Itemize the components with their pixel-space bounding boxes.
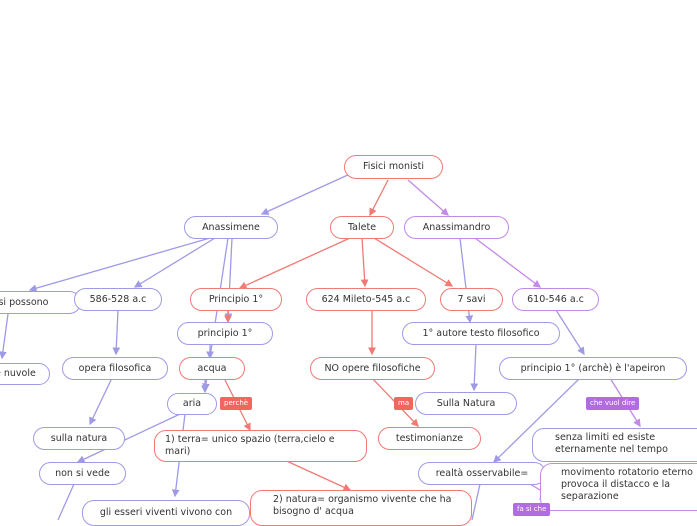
node-si-possono[interactable]: ia si possono [0, 291, 81, 314]
node-acqua[interactable]: acqua [179, 357, 245, 380]
node-realta-osservabile[interactable]: realtà osservabile= [418, 462, 546, 485]
node-apeiron[interactable]: principio 1° (archè) è l'apeiron [499, 357, 687, 380]
node-testimonianze[interactable]: testimonianze [378, 427, 481, 450]
node-aria[interactable]: aria [167, 393, 217, 415]
node-principio-anassimene[interactable]: principio 1° [177, 322, 273, 345]
tag-perche: perchè [220, 397, 253, 410]
node-terra[interactable]: 1) terra= unico spazio (terra,cielo e ma… [154, 430, 367, 462]
node-sulla-natura-anassimene[interactable]: sulla natura [33, 427, 125, 450]
node-date-anassimene[interactable]: 586-528 a.c [74, 288, 162, 311]
node-movimento[interactable]: movimento rotatorio eterno provoca il di… [540, 463, 697, 511]
node-no-opere[interactable]: NO opere filosofiche [310, 357, 435, 380]
node-sulla-natura-anassimandro[interactable]: Sulla Natura [415, 392, 517, 415]
node-non-si-vede[interactable]: non si vede [39, 462, 126, 485]
node-date-talete[interactable]: 624 Mileto-545 a.c [306, 288, 426, 311]
node-primo-autore[interactable]: 1° autore testo filosofico [402, 322, 560, 345]
node-natura[interactable]: 2) natura= organismo vivente che ha biso… [250, 490, 472, 526]
node-esseri-viventi[interactable]: gli esseri viventi vivono con [82, 500, 250, 526]
node-date-anassimandro[interactable]: 610-546 a.c [512, 288, 599, 311]
node-talete[interactable]: Talete [330, 216, 394, 239]
tag-fa-si-che: fa si che [513, 503, 551, 516]
node-anassimandro[interactable]: Anassimandro [404, 216, 509, 239]
node-nuvole[interactable]: e nuvole [0, 363, 50, 385]
node-principio-talete[interactable]: Principio 1° [190, 288, 282, 311]
tag-ma: ma [394, 397, 414, 410]
node-senza-limiti[interactable]: senza limiti ed esiste eternamente nel t… [532, 428, 697, 462]
tag-che-vuol-dire: che vuol dire [586, 397, 640, 410]
root-node-fisici-monisti[interactable]: Fisici monisti [344, 155, 443, 179]
node-anassimene[interactable]: Anassimene [184, 216, 278, 239]
node-opera-filosofica[interactable]: opera filosofica [62, 357, 168, 380]
node-sette-savi[interactable]: 7 savi [440, 288, 503, 311]
